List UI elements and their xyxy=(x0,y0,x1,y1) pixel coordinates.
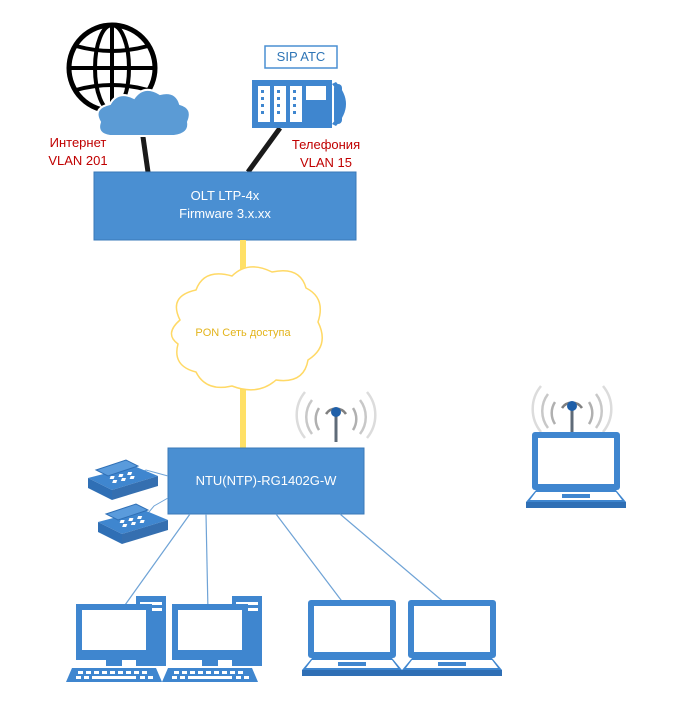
ip-phone-icon xyxy=(252,80,346,128)
ntu-box xyxy=(167,447,365,515)
globe-icon xyxy=(66,22,158,114)
desktop-pc-icon xyxy=(162,596,262,682)
internet-label: Интернет VLAN 201 xyxy=(28,134,128,170)
wifi-icon xyxy=(295,390,377,444)
laptop-icon xyxy=(302,600,402,676)
telephony-label: Телефония VLAN 15 xyxy=(276,136,376,172)
olt-label-line1: OLT LTP-4x xyxy=(190,188,260,203)
olt-label-line2: Firmware 3.x.xx xyxy=(179,206,271,221)
olt-box xyxy=(93,171,357,241)
olt-label: OLT LTP-4x Firmware 3.x.xx xyxy=(94,187,356,223)
laptop-icon xyxy=(526,432,626,508)
telephony-label-line2: VLAN 15 xyxy=(299,155,353,170)
wifi-icon xyxy=(531,384,613,438)
cloud-icon xyxy=(96,88,191,137)
desktop-pc-icon xyxy=(66,596,166,682)
phone-icon xyxy=(87,459,159,501)
telephony-uplink xyxy=(245,126,283,174)
pon-label: PON Сеть доступа xyxy=(195,327,291,339)
pon-cloud xyxy=(170,266,323,391)
telephony-label-line1: Телефония xyxy=(291,137,361,152)
client-links xyxy=(119,513,447,613)
internet-label-line1: Интернет xyxy=(49,135,107,150)
laptop-icon xyxy=(402,600,502,676)
internet-label-line2: VLAN 201 xyxy=(48,153,108,168)
sip-label: SIP ATC xyxy=(276,49,326,64)
phone-icon xyxy=(97,503,169,545)
ntu-label: NTU(NTP)-RG1402G-W xyxy=(195,473,337,488)
sip-label-box xyxy=(264,45,338,69)
